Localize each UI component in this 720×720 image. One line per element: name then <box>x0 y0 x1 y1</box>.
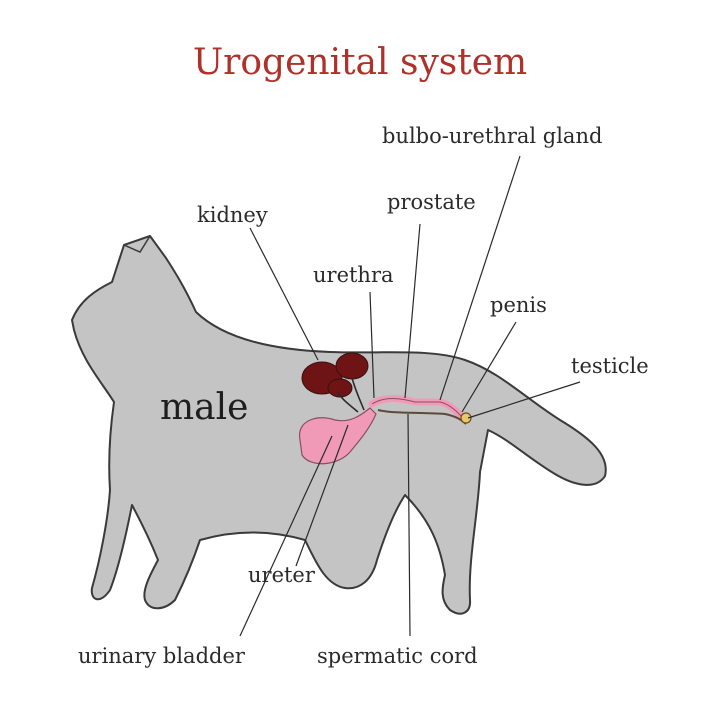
kidney-organ <box>301 352 369 398</box>
testicle-organ <box>460 412 472 424</box>
label-spermatic-cord: spermatic cord <box>317 644 478 668</box>
label-sex: male <box>160 387 249 428</box>
label-ureter: ureter <box>248 563 315 587</box>
label-penis: penis <box>490 293 547 317</box>
label-testicle: testicle <box>571 354 649 378</box>
label-kidney: kidney <box>197 203 268 227</box>
urinary-bladder-organ <box>299 407 377 465</box>
label-urinary-bladder: urinary bladder <box>78 644 245 668</box>
label-prostate: prostate <box>387 190 476 214</box>
label-urethra: urethra <box>313 263 394 287</box>
diagram-title: Urogenital system <box>192 42 528 83</box>
label-bulbo-urethral-gland: bulbo-urethral gland <box>382 124 603 148</box>
leader-lines <box>239 155 581 637</box>
cat-ear <box>123 235 151 253</box>
ureter-tube <box>337 391 359 413</box>
